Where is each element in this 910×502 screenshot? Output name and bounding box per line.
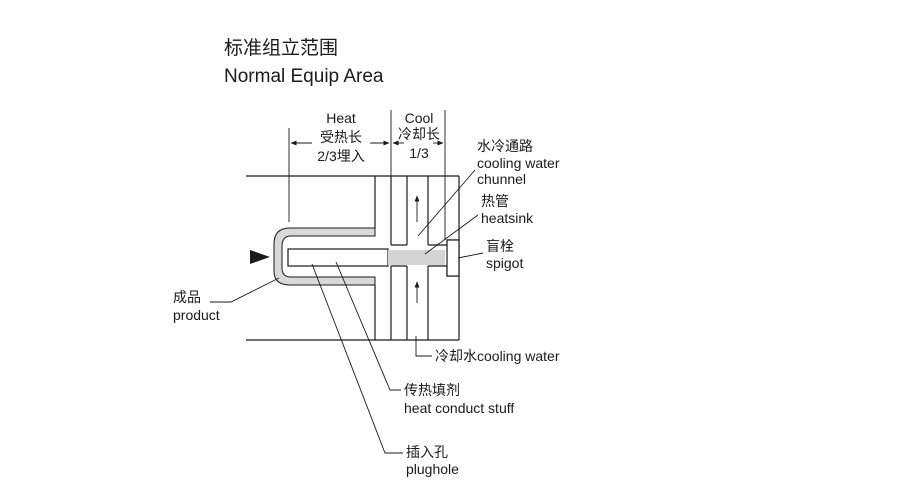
cooling-water-label: 冷却水cooling water: [435, 348, 560, 364]
cool-label-ratio: 1/3: [409, 145, 429, 161]
plughole: [287, 248, 389, 267]
channel-label-en-line2: chunnel: [477, 171, 526, 187]
product-direction-arrow: [250, 250, 270, 264]
leader-channel: [417, 169, 476, 237]
spigot-label-en: spigot: [486, 255, 523, 271]
plughole-label-cn: 插入孔: [406, 444, 448, 460]
plughole-label-en: plughole: [406, 461, 459, 477]
leader-product: [210, 277, 280, 303]
channel-label-en-line1: cooling water: [477, 155, 560, 171]
heatsink-label-en: heatsink: [481, 210, 534, 226]
heatsink-rod: [388, 250, 445, 265]
product-label-en: product: [173, 307, 220, 323]
channel-label-cn: 水冷通路: [477, 138, 533, 154]
product-label-cn: 成品: [173, 289, 201, 305]
heat-label-en: Heat: [326, 110, 356, 126]
title-cn: 标准组立范围: [224, 37, 338, 59]
stuff-label-cn: 传热填剂: [404, 382, 460, 398]
heatsink-label-cn: 热管: [481, 193, 509, 209]
leader-heatsink: [424, 214, 479, 255]
cool-label-cn: 冷却长: [398, 126, 440, 142]
leader-stuff: [335, 261, 401, 391]
cool-label-en: Cool: [405, 110, 434, 126]
leader-plughole: [311, 263, 403, 454]
title-en: Normal Equip Area: [224, 66, 384, 87]
spigot-label-cn: 盲栓: [486, 238, 514, 254]
leader-cooling-water: [415, 336, 432, 357]
spigot: [446, 239, 460, 277]
heat-label-ratio: 2/3埋入: [317, 148, 364, 164]
leader-spigot: [457, 252, 484, 259]
product-shell: [273, 227, 376, 286]
stuff-label-en: heat conduct stuff: [404, 400, 514, 416]
heat-label-cn: 受热长: [320, 129, 362, 145]
